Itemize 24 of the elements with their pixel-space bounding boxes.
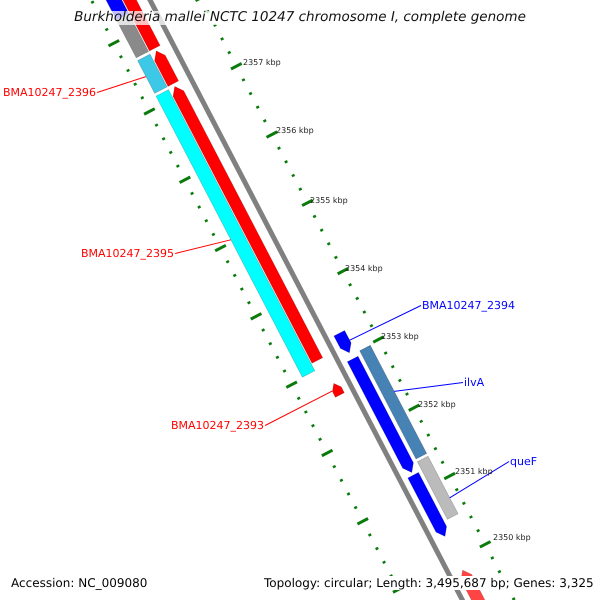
scale-label: 2350 kbp xyxy=(493,534,531,542)
scale-label: 2352 kbp xyxy=(418,401,456,409)
gene-label: BMA10247_2394 xyxy=(422,300,516,311)
gene-feature xyxy=(334,330,352,354)
leader-line xyxy=(449,461,510,498)
gene-label: ilvA xyxy=(464,377,484,388)
leader-line xyxy=(349,305,422,341)
gene-label: BMA10247_2393 xyxy=(171,420,264,431)
scale-label: 2353 kbp xyxy=(381,333,419,341)
leader-line xyxy=(264,390,333,426)
scale-label: 2357 kbp xyxy=(243,59,281,67)
footer-text: Topology: circular; Length: 3,495,687 bp; Genes: 3,325 xyxy=(262,576,596,590)
gene-label: BMA10247_2396 xyxy=(3,87,96,98)
leader-line xyxy=(174,239,232,254)
gene-label: queF xyxy=(510,456,538,467)
leader-line xyxy=(96,76,146,93)
scale-label: 2356 kbp xyxy=(276,127,314,135)
leader-line xyxy=(394,382,464,392)
scale-label: 2354 kbp xyxy=(345,265,383,273)
footer-text: Accession: NC_009080 xyxy=(9,576,150,590)
scale-label: 2351 kbp xyxy=(455,468,493,476)
scale-label: 2355 kbp xyxy=(310,197,348,205)
gene-feature xyxy=(137,54,168,94)
gene-label: BMA10247_2395 xyxy=(81,248,174,259)
